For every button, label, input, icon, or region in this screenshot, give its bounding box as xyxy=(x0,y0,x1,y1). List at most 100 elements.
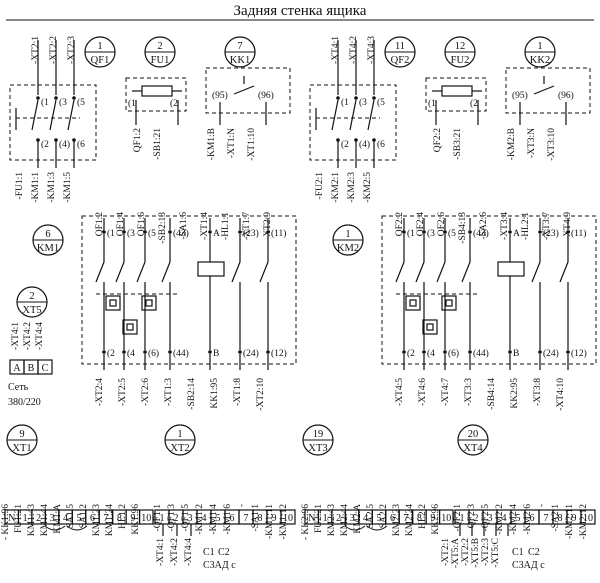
xt1-cell-label: 8 xyxy=(117,513,122,524)
contactor-top-label: -SA2:6 xyxy=(479,212,489,240)
wire-line xyxy=(367,99,375,131)
qf-dashed-frame xyxy=(9,84,97,161)
xt4-cell-label: 6 xyxy=(530,513,535,524)
contactor-dashed-frame xyxy=(381,215,597,365)
terminal-dot xyxy=(566,350,570,354)
contactor-bottom-label: -XT4:5 xyxy=(395,378,405,406)
thermal-element xyxy=(405,295,421,311)
xt1-cell-label: N xyxy=(8,513,15,524)
terminal-dot xyxy=(422,230,426,234)
xt4-cell-label: 10 xyxy=(583,513,593,524)
qf-top-label: -XT4:2 xyxy=(349,36,359,64)
terminal-dot xyxy=(238,350,242,354)
contactor-bottom-label: -SB4:14 xyxy=(487,378,497,410)
terminal-dot xyxy=(443,230,447,234)
terminal-label: (43) xyxy=(173,228,189,239)
xt2-cell-label: 1 xyxy=(160,513,165,524)
xt3-cell-label: 9 xyxy=(430,513,435,524)
xt4-cell-label: 2 xyxy=(474,513,479,524)
terminal-label: (4) xyxy=(359,139,370,150)
fu-bottom-label: QF2:2 xyxy=(433,128,443,153)
contactor-bottom-label: -XT4:7 xyxy=(441,378,451,406)
terminal-label: (12) xyxy=(271,348,287,359)
kk1-tag-number: 7 xyxy=(237,41,242,52)
contactor-top-label: -XT1:7 xyxy=(242,212,252,240)
contact xyxy=(161,261,171,283)
xt4-top-label: -SA2:1 xyxy=(551,504,561,532)
fuse-body xyxy=(141,85,173,97)
terminal-label: (96) xyxy=(258,90,274,101)
xt4-c-label: C1 xyxy=(512,547,524,558)
xt4-top-label: -QF2:3 xyxy=(467,504,477,532)
contactor-top-label: -HL1:1 xyxy=(221,212,231,240)
xt2-c-label: C1 xyxy=(203,547,215,558)
kk-contact xyxy=(233,85,255,95)
contact xyxy=(436,261,446,283)
xt1-cell-label: 10 xyxy=(141,513,151,524)
jumper xyxy=(344,525,366,531)
terminal-label: (3 xyxy=(59,97,67,108)
xt2-cell-label: 9 xyxy=(272,513,277,524)
xt4-top-label: -QF2:1 xyxy=(453,504,463,532)
terminal-dot xyxy=(72,96,76,100)
xt2-cell-label: 10 xyxy=(283,513,293,524)
xt2-cell-label: 6 xyxy=(230,513,235,524)
terminal-label: (5 xyxy=(448,228,456,239)
km2-tag-name: KM2 xyxy=(337,243,359,254)
xt3-cell xyxy=(438,509,454,525)
xt2-cell-label: 3 xyxy=(188,513,193,524)
terminal-label: (11) xyxy=(571,228,586,239)
terminal-label: (4 xyxy=(127,348,135,359)
xt3-tag-number: 19 xyxy=(313,429,324,440)
fu2-tag-name: FU2 xyxy=(451,55,470,66)
fu-bottom-label: -SB3:21 xyxy=(453,128,463,160)
contactor-top-label: QF1:2 xyxy=(95,212,105,237)
contactor-dashed-frame xyxy=(81,215,297,365)
contactor-top-label: QF2:2 xyxy=(395,212,405,237)
phase-cell xyxy=(37,359,53,375)
qf-dashed-frame xyxy=(309,84,397,161)
xt4-cell-label: 4 xyxy=(502,513,507,524)
fu-dashed-frame xyxy=(125,77,187,112)
fu-bottom-label: QF1:2 xyxy=(133,128,143,153)
contactor-bottom-label: -XT2:5 xyxy=(118,378,128,406)
terminal-dot xyxy=(266,350,270,354)
qf2-tag-number: 11 xyxy=(395,41,405,52)
wire-line xyxy=(331,99,339,131)
terminal-label: (4 xyxy=(427,348,435,359)
xt4-top-label: -KM2:4 xyxy=(509,504,519,535)
xt3-top-label: KM2:A xyxy=(353,504,363,534)
fu1-tag-name: FU1 xyxy=(151,55,170,66)
xt3-cell-label: 2 xyxy=(336,513,341,524)
xt4-c-label: C2 xyxy=(528,547,540,558)
kk-bottom-label: -KM1:B xyxy=(207,128,217,160)
contact xyxy=(531,261,541,283)
thermal-element xyxy=(426,323,434,331)
contact xyxy=(95,261,105,283)
terminal-dot xyxy=(468,350,472,354)
xt3-tag-name: XT3 xyxy=(308,443,327,454)
fu1-tag-number: 2 xyxy=(157,41,162,52)
terminal-dot xyxy=(168,230,172,234)
terminal-label: (2 xyxy=(341,139,349,150)
diagram-title: Задняя стенка ящика xyxy=(234,3,367,19)
xt4-top-label: -KM2:6 xyxy=(523,504,533,535)
xt1-top-label: KM1:A xyxy=(53,504,63,534)
xt4-c-label: C3АД с xyxy=(512,560,545,571)
terminal-label: (2 xyxy=(41,139,49,150)
xt2-top-label: - xyxy=(237,504,247,507)
xt3-cell-label: 7 xyxy=(403,513,408,524)
wire-line xyxy=(67,99,75,131)
contact xyxy=(259,261,269,283)
terminal-dot xyxy=(122,230,126,234)
qf-top-label: -XT4:3 xyxy=(367,36,377,64)
contactor-top-label: -XT3:4 xyxy=(500,212,510,240)
contactor-bottom-label: KK2:95 xyxy=(510,378,520,409)
xt3-cell-label: 10 xyxy=(441,513,451,524)
terminal-dot xyxy=(566,230,570,234)
fuse-body xyxy=(441,85,473,97)
xt3-top-label: KM2:44 xyxy=(340,504,350,536)
kk-bottom-label: -XT1:N xyxy=(227,128,237,158)
jumper xyxy=(366,525,388,531)
xt1-cell-label: 3 xyxy=(50,513,55,524)
